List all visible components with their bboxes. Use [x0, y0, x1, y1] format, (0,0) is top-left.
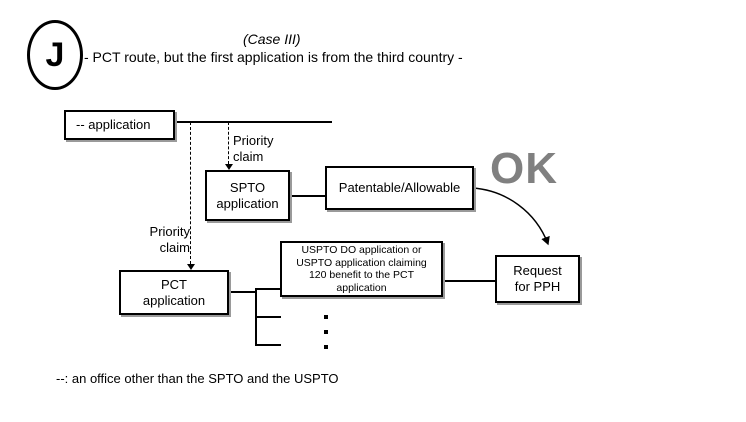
node-pct-application-label: PCT application: [142, 276, 206, 308]
legend-note: --: an office other than the SPTO and th…: [56, 371, 339, 386]
node-request-for-pph-label: Request for PPH: [513, 263, 562, 294]
ellipsis-dots: [324, 315, 328, 360]
node-patentable-allowable-label: Patentable/Allowable: [338, 180, 461, 195]
connector-uspto-to-request: [443, 280, 495, 282]
ok-curved-arrow-icon: [471, 187, 550, 246]
node-spto-application[interactable]: SPTO application: [205, 170, 290, 221]
case-subtitle: - PCT route, but the first application i…: [84, 49, 463, 65]
ok-marker: OK: [490, 144, 558, 193]
case-badge-letter: J: [45, 36, 65, 74]
node-request-for-pph[interactable]: Request for PPH: [495, 255, 580, 303]
node-uspto-do-application-label: USPTO DO application or USPTO applicatio…: [296, 244, 427, 294]
node-spto-application-label: SPTO application: [216, 179, 279, 211]
connector-foreign-to-bus: [175, 121, 332, 123]
node-foreign-application[interactable]: -- application: [64, 110, 175, 140]
node-patentable-allowable[interactable]: Patentable/Allowable: [325, 166, 474, 210]
node-uspto-do-application[interactable]: USPTO DO application or USPTO applicatio…: [280, 241, 443, 297]
node-pct-application[interactable]: PCT application: [119, 270, 229, 315]
node-foreign-application-label: -- application: [76, 117, 151, 132]
case-badge-circle: [27, 20, 83, 90]
connector-spto-to-patentable: [290, 195, 325, 197]
branch-stub-middle: [255, 316, 281, 318]
connector-pct-to-branch: [229, 291, 257, 293]
branch-stub-bottom: [255, 344, 281, 346]
label-priority-claim-pct: Priority claim: [149, 224, 190, 255]
branch-stub-top: [255, 288, 281, 290]
case-title: (Case III): [243, 31, 301, 47]
label-priority-claim-spto: Priority claim: [233, 133, 274, 164]
